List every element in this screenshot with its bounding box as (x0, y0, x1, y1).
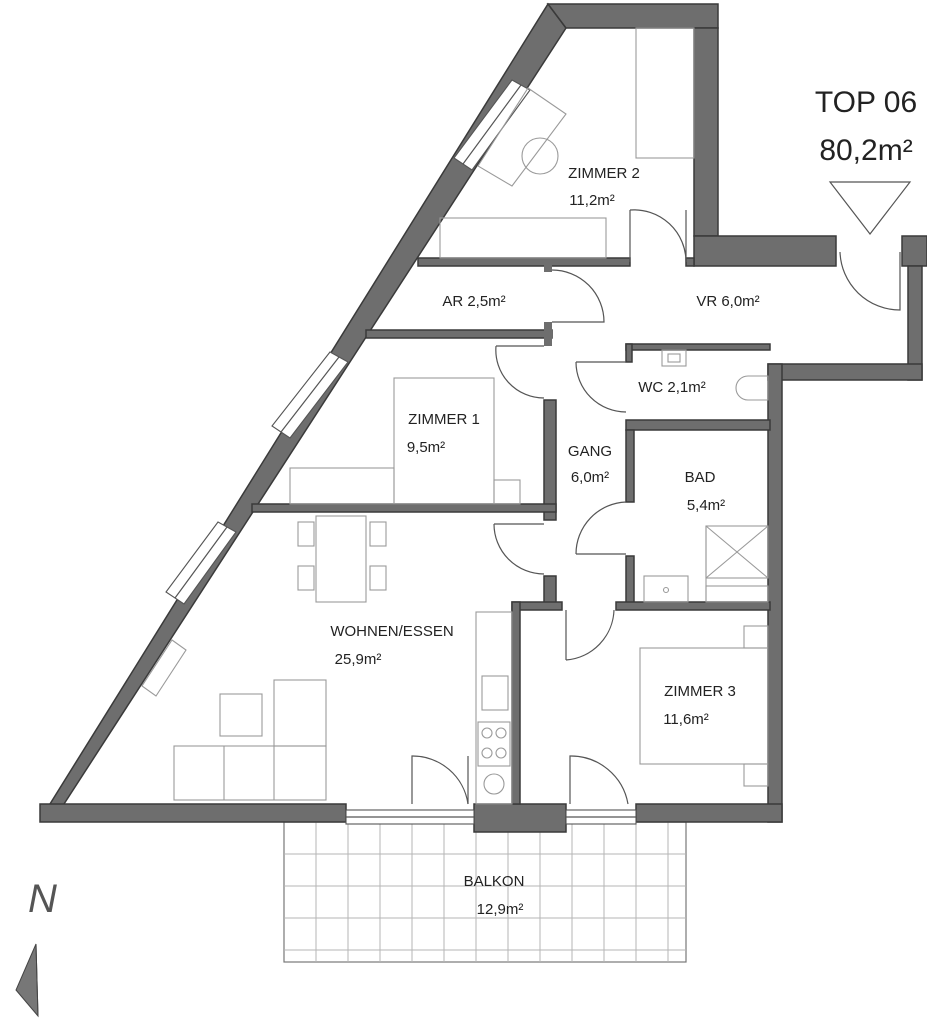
room-name-gang: GANG (568, 443, 612, 460)
north-arrow-icon: N (15, 877, 57, 1018)
unit-area: 80,2m² (819, 134, 912, 167)
entrance-arrow-icon (828, 181, 912, 235)
room-name-ar: AR 2,5m² (442, 293, 505, 310)
room-name-zimmer-3: ZIMMER 3 (664, 683, 736, 700)
room-name-zimmer-2: ZIMMER 2 (568, 165, 640, 182)
room-name-bad: BAD (685, 469, 716, 486)
compass-label: N (28, 877, 57, 921)
room-name-balkon: BALKON (464, 873, 525, 890)
room-area-zimmer-3: 11,6m² (663, 711, 709, 728)
room-name-zimmer-1: ZIMMER 1 (408, 411, 480, 428)
room-area-bad: 5,4m² (687, 497, 725, 514)
balcony (283, 821, 687, 963)
room-area-zimmer-1: 9,5m² (407, 439, 445, 456)
room-area-wohnen: 25,9m² (335, 651, 382, 668)
room-name-wohnen: WOHNEN/ESSEN (330, 623, 453, 640)
diagonal-windows (165, 79, 531, 605)
furniture (141, 27, 769, 805)
bottom-windows (345, 809, 637, 825)
room-area-gang: 6,0m² (571, 469, 609, 486)
room-name-wc: WC 2,1m² (638, 379, 706, 396)
room-name-vr: VR 6,0m² (696, 293, 759, 310)
unit-name: TOP 06 (815, 86, 917, 119)
room-area-balkon: 12,9m² (477, 901, 524, 918)
doors (411, 209, 901, 805)
room-area-zimmer-2: 11,2m² (569, 192, 615, 209)
